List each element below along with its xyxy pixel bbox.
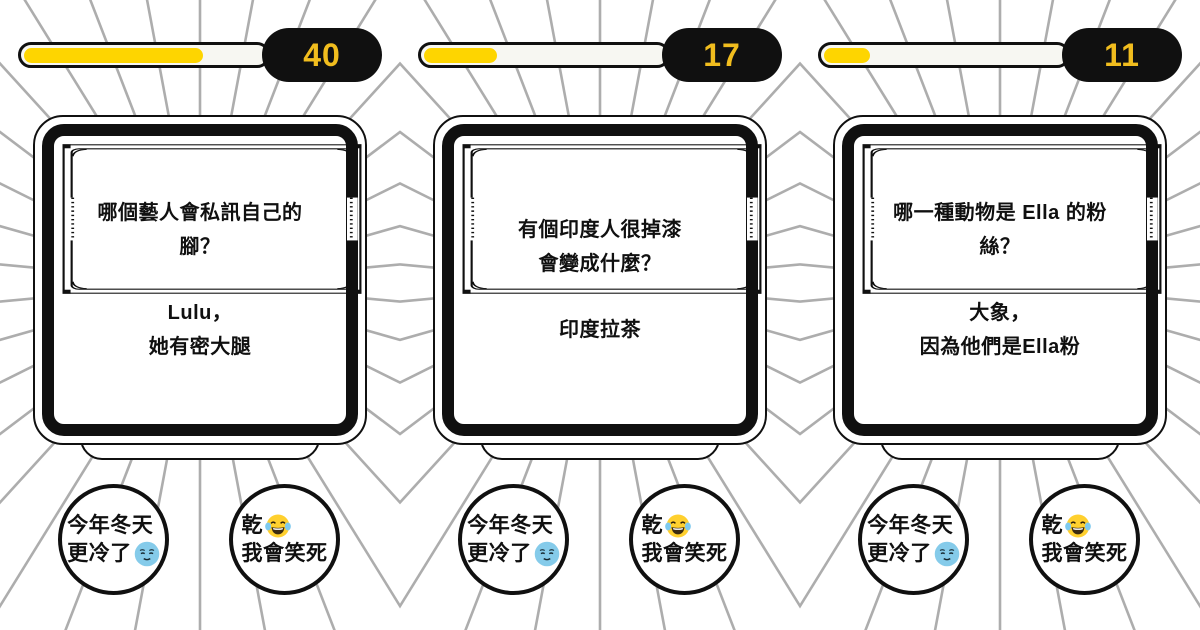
progress-track <box>818 42 1070 68</box>
vote-cold-button[interactable]: 今年冬天 更冷了 <box>458 484 569 595</box>
joke-text: 哪一種動物是 Ella 的粉絲？ 大象， 因為他們是Ella粉 <box>880 162 1120 398</box>
vote-laugh-button[interactable]: 乾 我會笑死 <box>1029 484 1140 595</box>
vote-cold-label: 今年冬天 更冷了 <box>867 512 960 568</box>
joke-card-inner: 哪個藝人會私訊自己的腳？ Lulu， 她有密大腿 <box>42 124 358 436</box>
joke-card: 哪個藝人會私訊自己的腳？ Lulu， 她有密大腿 <box>33 115 367 445</box>
vote-laugh-button[interactable]: 乾 我會笑死 <box>229 484 340 595</box>
answer-line: Lulu， <box>167 302 233 324</box>
vote-cold-label: 今年冬天 更冷了 <box>467 512 560 568</box>
progress-fill <box>823 47 871 63</box>
joy-face-icon <box>265 513 291 539</box>
answer-line: 大象， <box>969 302 1031 324</box>
vote-count-bar: 40 <box>18 28 382 82</box>
vote-cold-line1: 今年冬天 <box>467 513 554 537</box>
question-line: 有個印度人很掉漆 <box>518 219 682 241</box>
vote-laugh-line1: 乾 <box>1041 513 1063 537</box>
count-value: 17 <box>703 36 741 73</box>
answer-line: 她有密大腿 <box>148 336 252 358</box>
cold-face-icon <box>534 541 560 567</box>
progress-fill <box>423 47 498 63</box>
vote-count-bar: 17 <box>418 28 782 82</box>
vote-cold-line2: 更冷了 <box>67 541 132 565</box>
joke-card-inner: 哪一種動物是 Ella 的粉絲？ 大象， 因為他們是Ella粉 <box>842 124 1158 436</box>
progress-fill <box>23 47 204 63</box>
progress-track <box>18 42 270 68</box>
vote-cold-line2: 更冷了 <box>867 541 932 565</box>
answer-line: 因為他們是Ella粉 <box>919 336 1081 358</box>
vote-laugh-button[interactable]: 乾 我會笑死 <box>629 484 740 595</box>
question-line: 哪個藝人會私訊自己的腳？ <box>97 202 303 258</box>
joke-card-inner: 有個印度人很掉漆 會變成什麼？ 印度拉茶 <box>442 124 758 436</box>
vote-laugh-label: 乾 我會笑死 <box>242 512 328 568</box>
count-value: 40 <box>303 36 341 73</box>
count-value: 11 <box>1104 36 1140 73</box>
vote-laugh-label: 乾 我會笑死 <box>1042 512 1128 568</box>
vote-laugh-line2: 我會笑死 <box>241 541 328 565</box>
joke-text: 哪個藝人會私訊自己的腳？ Lulu， 她有密大腿 <box>80 162 320 398</box>
vote-laugh-line2: 我會笑死 <box>641 541 728 565</box>
vote-cold-line2: 更冷了 <box>467 541 532 565</box>
count-pill: 17 <box>662 28 782 82</box>
count-pill: 11 <box>1062 28 1182 82</box>
vote-cold-button[interactable]: 今年冬天 更冷了 <box>58 484 169 595</box>
joke-panel-1: 40 哪個藝人會私訊自己的腳？ Lulu， 她有密大腿 <box>0 0 400 630</box>
question-line: 哪一種動物是 Ella 的粉絲？ <box>893 202 1107 258</box>
cold-face-icon <box>934 541 960 567</box>
question-block: 哪個藝人會私訊自己的腳？ <box>80 196 320 264</box>
question-block: 哪一種動物是 Ella 的粉絲？ <box>880 196 1120 264</box>
joke-card: 哪一種動物是 Ella 的粉絲？ 大象， 因為他們是Ella粉 <box>833 115 1167 445</box>
joke-text: 有個印度人很掉漆 會變成什麼？ 印度拉茶 <box>480 162 720 398</box>
answer-block: Lulu， 她有密大腿 <box>149 296 252 364</box>
vote-laugh-line1: 乾 <box>241 513 263 537</box>
vote-count-bar: 11 <box>818 28 1182 82</box>
answer-block: 大象， 因為他們是Ella粉 <box>920 296 1081 364</box>
vote-laugh-label: 乾 我會笑死 <box>642 512 728 568</box>
joy-face-icon <box>1065 513 1091 539</box>
joke-panel-3: 11 哪一種動物是 Ella 的粉絲？ 大象， 因為他們是Ella粉 <box>800 0 1200 630</box>
vote-cold-line1: 今年冬天 <box>867 513 954 537</box>
answer-line: 印度拉茶 <box>559 319 641 341</box>
joy-face-icon <box>665 513 691 539</box>
count-pill: 40 <box>262 28 382 82</box>
vote-cold-button[interactable]: 今年冬天 更冷了 <box>858 484 969 595</box>
cold-face-icon <box>134 541 160 567</box>
vote-laugh-line1: 乾 <box>641 513 663 537</box>
question-block: 有個印度人很掉漆 會變成什麼？ <box>518 213 682 281</box>
question-line: 會變成什麼？ <box>538 253 662 275</box>
vote-laugh-line2: 我會笑死 <box>1041 541 1128 565</box>
joke-card: 有個印度人很掉漆 會變成什麼？ 印度拉茶 <box>433 115 767 445</box>
joke-panel-2: 17 有個印度人很掉漆 會變成什麼？ 印度拉茶 <box>400 0 800 630</box>
answer-block: 印度拉茶 <box>559 313 641 347</box>
progress-track <box>418 42 670 68</box>
vote-cold-label: 今年冬天 更冷了 <box>67 512 160 568</box>
vote-cold-line1: 今年冬天 <box>67 513 154 537</box>
